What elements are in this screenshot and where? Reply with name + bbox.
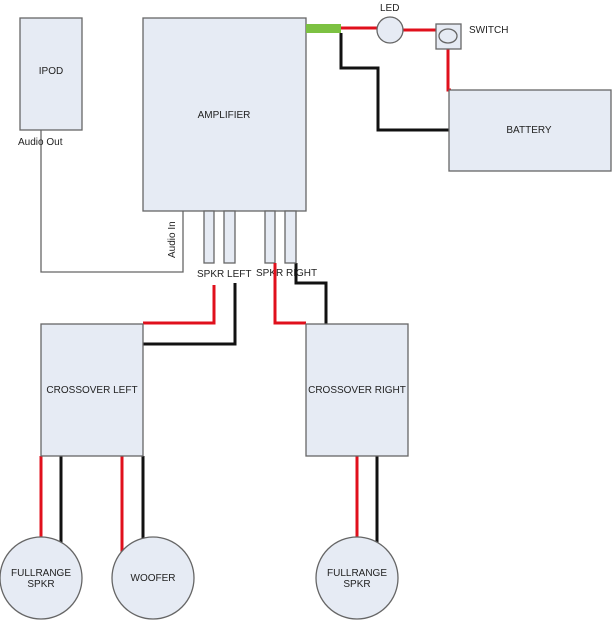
led-label: LED [380, 3, 399, 14]
wire-black-left [143, 283, 237, 346]
fullrange-right-label-2: SPKR [343, 579, 370, 590]
power-connector [306, 24, 341, 33]
fullrange-speaker-left: FULLRANGE SPKR [0, 536, 83, 620]
switch-label: SWITCH [469, 25, 508, 36]
ipod-box: IPOD [19, 17, 83, 131]
fullrange-speaker-right: FULLRANGE SPKR [315, 536, 399, 620]
switch [435, 23, 462, 50]
crossover-left-box: CROSSOVER LEFT [40, 323, 144, 457]
woofer: WOOFER [111, 536, 195, 620]
amplifier-label: AMPLIFIER [198, 110, 251, 121]
battery-label: BATTERY [506, 125, 552, 136]
spkr-right-label: SPKR RIGHT [256, 268, 317, 279]
fullrange-left-label: FULLRANGE [11, 568, 71, 579]
audio-in-label: Audio In [167, 221, 178, 258]
battery-box: BATTERY [448, 89, 612, 172]
ipod-label: IPOD [39, 66, 63, 77]
wire-black-right [294, 263, 328, 324]
spkr-left-label: SPKR LEFT [197, 269, 251, 280]
fullrange-left-label-2: SPKR [27, 579, 54, 590]
terminal-left-neg [223, 210, 236, 264]
wire-red-left [143, 285, 216, 325]
audio-out-label: Audio Out [18, 137, 63, 148]
terminal-left-pos [203, 210, 215, 264]
terminal-right-neg [284, 210, 297, 264]
crossover-right-box: CROSSOVER RIGHT [305, 323, 409, 457]
crossover-left-label: CROSSOVER LEFT [46, 385, 137, 396]
fullrange-right-label: FULLRANGE [327, 568, 387, 579]
terminal-right-pos [264, 210, 276, 264]
crossover-right-label: CROSSOVER RIGHT [308, 385, 406, 396]
audio-cable [40, 130, 184, 273]
wire-red-battery [446, 49, 451, 92]
wire-black-battery [339, 33, 449, 132]
amplifier-box: AMPLIFIER [142, 17, 307, 212]
woofer-label: WOOFER [131, 573, 176, 584]
led [376, 16, 404, 44]
